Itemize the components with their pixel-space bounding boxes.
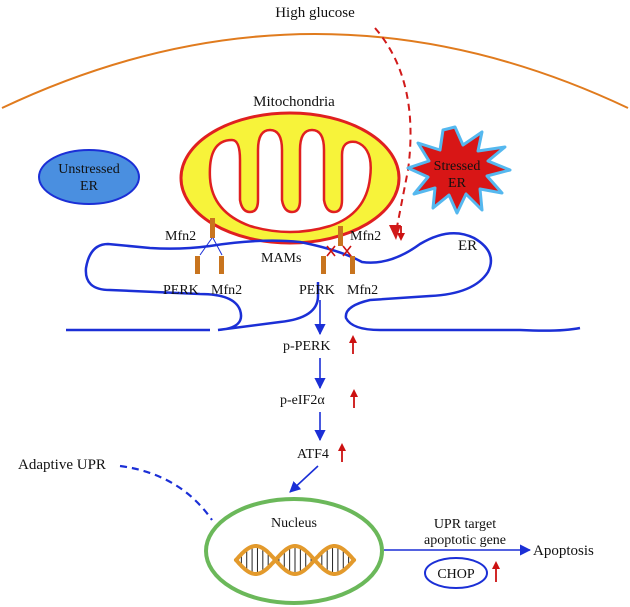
adaptive-upr-dashed-line [119,464,213,521]
upr-target-label-line2: apoptotic gene [424,533,506,548]
p-perk-up-arrowhead [349,335,357,343]
stressed-er-label-line1: Stressed [434,159,481,174]
p-eif2a-label: p-eIF2α [280,393,325,408]
atf4-up-arrowhead [338,443,346,451]
mfn2-tether-right [321,226,355,274]
perk-right-label: PERK [299,283,335,298]
chop-label: CHOP [437,567,475,582]
arrow-to-nucleus [289,465,319,493]
apoptosis-label: Apoptosis [533,543,594,559]
unstressed-er-label-line2: ER [80,179,99,194]
chop-badge: CHOP [424,557,488,589]
dna-strand-a [234,543,356,576]
mitochondria-label: Mitochondria [253,94,335,110]
nucleus-label: Nucleus [271,516,317,531]
er-membrane [84,231,581,332]
chop-up-arrowhead [492,561,500,569]
atf4-label: ATF4 [297,447,329,462]
mfn2-tether-left [195,218,224,274]
mfn2-right-label: Mfn2 [350,229,381,244]
mfn2-left-bottom-label: Mfn2 [211,283,242,298]
stressed-er-burst [406,125,512,215]
stressed-er: Stressed ER [406,125,512,215]
cell-membrane [1,33,629,109]
p-perk-label: p-PERK [283,339,330,354]
dna-helix [234,543,356,577]
unstressed-er: Unstressed ER [38,149,140,205]
mitochondria [179,111,401,245]
mfn2-right-bottom-label: Mfn2 [347,283,378,298]
nucleus: Nucleus [204,497,384,605]
er-label: ER [458,238,477,254]
mfn2-decrease-arrowhead [397,233,405,241]
mitochondria-cristae [208,128,372,234]
perk-left-label: PERK [163,283,199,298]
adaptive-upr-label: Adaptive UPR [18,457,106,473]
broken-link-x-right [342,245,352,257]
mams-label: MAMs [261,251,301,266]
mfn2-left-label: Mfn2 [165,229,196,244]
broken-link-x-left [326,245,336,257]
high-glucose-label: High glucose [275,5,355,21]
dna-strand-b [234,544,356,577]
unstressed-er-label-line1: Unstressed [58,162,119,177]
stressed-er-label-line2: ER [448,176,467,191]
p-eif2a-up-arrowhead [350,389,358,397]
high-glucose-dashed-arrow [374,27,412,233]
upr-target-label-line1: UPR target [434,517,496,532]
high-glucose-arrowhead [389,225,401,240]
